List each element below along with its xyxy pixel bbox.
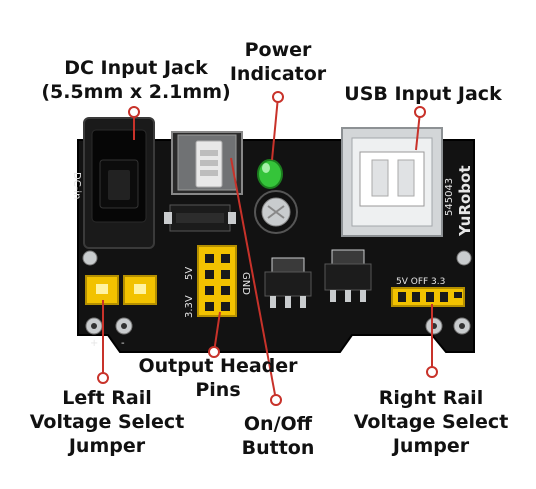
diode bbox=[164, 204, 236, 232]
callout-dot-left bbox=[97, 372, 109, 384]
callout-lines bbox=[97, 91, 438, 406]
label-power-indicator-line1: Power bbox=[244, 39, 312, 61]
callout-dot-usb bbox=[414, 106, 426, 118]
callout-dot-header bbox=[208, 346, 220, 358]
silk-brand: YuRobot bbox=[456, 165, 474, 237]
screw-hole-pads bbox=[82, 250, 472, 266]
label-usb-input-jack-line1: USB Input Jack bbox=[344, 83, 502, 105]
silk-dc-in: DC-in bbox=[71, 172, 82, 199]
callout-line-onoff bbox=[230, 157, 277, 401]
label-dc-input-jack: DC Input Jack (5.5mm x 2.1mm) bbox=[36, 56, 236, 104]
callout-dot-right bbox=[426, 366, 438, 378]
label-power-indicator-line2: Indicator bbox=[229, 63, 327, 85]
voltage-regulator-right bbox=[324, 249, 372, 302]
silk-plus: + bbox=[90, 338, 98, 349]
silk-right-select: 5V OFF 3.3 bbox=[396, 277, 445, 287]
label-on-off-button: On/Off Button bbox=[226, 412, 330, 460]
label-power-indicator: Power Indicator bbox=[218, 38, 338, 86]
usb-jack bbox=[341, 127, 443, 237]
dc-jack bbox=[83, 117, 155, 249]
capacitor bbox=[254, 190, 298, 234]
silk-gnd: GND bbox=[240, 272, 251, 295]
power-led bbox=[257, 159, 283, 189]
rail-pins-right bbox=[425, 317, 471, 335]
label-left-rail-line1: Left Rail bbox=[62, 387, 152, 409]
callout-dot-onoff bbox=[270, 394, 282, 406]
left-rail-jumper bbox=[85, 275, 157, 305]
label-output-header-pins: Output Header Pins bbox=[120, 354, 316, 402]
label-on-off-button-line2: Button bbox=[241, 437, 315, 459]
label-left-rail: Left Rail Voltage Select Jumper bbox=[22, 386, 192, 458]
output-header-pins bbox=[197, 245, 237, 317]
label-left-rail-line2: Voltage Select bbox=[29, 411, 185, 433]
callout-line-usb bbox=[415, 111, 421, 151]
label-output-header-pins-line2: Pins bbox=[195, 379, 241, 401]
silk-model: 545043 bbox=[444, 178, 455, 216]
label-right-rail-line2: Voltage Select bbox=[353, 411, 509, 433]
callout-dot-power bbox=[272, 91, 284, 103]
callout-line-power bbox=[271, 96, 279, 161]
label-right-rail-line1: Right Rail bbox=[378, 387, 484, 409]
rail-pins-left bbox=[85, 317, 133, 335]
label-left-rail-line3: Jumper bbox=[68, 435, 146, 457]
silk-5v: 5V bbox=[184, 267, 195, 280]
label-right-rail-line3: Jumper bbox=[392, 435, 470, 457]
silk-minus: - bbox=[121, 338, 125, 349]
label-output-header-pins-line1: Output Header bbox=[138, 355, 298, 377]
label-on-off-button-line1: On/Off bbox=[243, 413, 313, 435]
label-right-rail: Right Rail Voltage Select Jumper bbox=[346, 386, 516, 458]
on-off-switch bbox=[171, 131, 243, 195]
label-dc-input-jack-line2: (5.5mm x 2.1mm) bbox=[41, 81, 231, 103]
label-dc-input-jack-line1: DC Input Jack bbox=[64, 57, 208, 79]
silk-3v3: 3.3V bbox=[184, 295, 195, 318]
voltage-regulator-left bbox=[264, 257, 312, 308]
label-usb-input-jack: USB Input Jack bbox=[330, 82, 516, 106]
callout-dot-dc bbox=[128, 106, 140, 118]
callout-line-header bbox=[213, 311, 221, 353]
right-rail-jumper bbox=[391, 287, 465, 307]
